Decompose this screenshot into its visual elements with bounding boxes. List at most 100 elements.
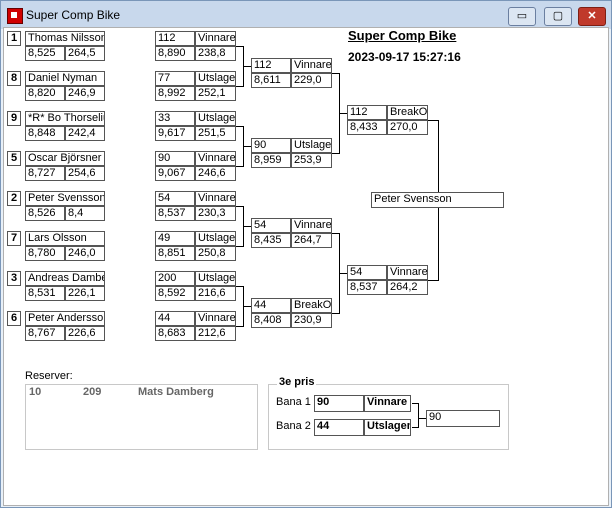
winner-field: Peter Svensson [371, 192, 504, 208]
round1-number: 90 [155, 151, 195, 166]
round3-elapsed-time: 264,2 [387, 280, 428, 295]
rider-name-field[interactable]: Oscar Björsner [25, 151, 105, 166]
round2-reaction-time: 8,435 [251, 233, 291, 248]
bracket-line [236, 326, 243, 327]
reserves-panel: 10 209 Mats Damberg [25, 384, 258, 450]
round1-elapsed-time: 216,6 [195, 286, 236, 301]
connector [418, 418, 426, 419]
seed-number: 7 [7, 231, 21, 246]
bracket-line [339, 113, 347, 114]
rider-name-field[interactable]: Peter Andersson [25, 311, 105, 326]
title-bar[interactable]: Super Comp Bike ▭ ▢ ✕ [1, 1, 611, 29]
round1-elapsed-time: 212,6 [195, 326, 236, 341]
round1-reaction-time: 8,537 [155, 206, 195, 221]
lane1-label: Bana 1 [276, 396, 311, 408]
bracket-line [236, 166, 243, 167]
window-title: Super Comp Bike [26, 8, 121, 22]
rider-reaction-time: 8,525 [25, 46, 65, 61]
reserve-bike: 209 [83, 386, 102, 398]
third-place-panel [268, 384, 509, 450]
round2-elapsed-time: 253,9 [291, 153, 332, 168]
rider-name-field[interactable]: Daniel Nyman [25, 71, 105, 86]
maximize-button[interactable]: ▢ [544, 7, 572, 26]
round1-elapsed-time: 250,8 [195, 246, 236, 261]
round3-result: Vinnare [387, 265, 428, 280]
round3-number: 112 [347, 105, 387, 120]
rider-elapsed-time: 264,5 [65, 46, 105, 61]
round3-number: 54 [347, 265, 387, 280]
round2-elapsed-time: 264,7 [291, 233, 332, 248]
round1-reaction-time: 9,067 [155, 166, 195, 181]
round1-number: 44 [155, 311, 195, 326]
close-button[interactable]: ✕ [578, 7, 606, 26]
round2-number: 44 [251, 298, 291, 313]
rider-elapsed-time: 254,6 [65, 166, 105, 181]
minimize-button[interactable]: ▭ [508, 7, 536, 26]
rider-elapsed-time: 246,0 [65, 246, 105, 261]
round1-reaction-time: 8,851 [155, 246, 195, 261]
rider-name-field[interactable]: Andreas Damberg [25, 271, 105, 286]
round2-result: Vinnare [291, 218, 332, 233]
connector [412, 427, 418, 428]
timestamp: 2023-09-17 15:27:16 [348, 50, 461, 64]
reserve-name: Mats Damberg [138, 386, 214, 398]
rider-name-field[interactable]: Lars Olsson [25, 231, 105, 246]
bracket-line [236, 246, 243, 247]
rider-name-field[interactable]: Thomas Nilsson [25, 31, 105, 46]
seed-number: 3 [7, 271, 21, 286]
rider-elapsed-time: 226,6 [65, 326, 105, 341]
bracket-line [332, 73, 339, 74]
bracket-line [332, 233, 339, 234]
round2-number: 112 [251, 58, 291, 73]
round1-number: 112 [155, 31, 195, 46]
round2-result: BreakOut [291, 298, 332, 313]
lane1-result: Vinnare [364, 395, 411, 412]
round1-elapsed-time: 246,6 [195, 166, 236, 181]
app-icon [7, 8, 23, 24]
round1-result: Vinnare [195, 151, 236, 166]
round2-reaction-time: 8,959 [251, 153, 291, 168]
seed-number: 5 [7, 151, 21, 166]
round2-number: 54 [251, 218, 291, 233]
round1-number: 49 [155, 231, 195, 246]
bracket-line [243, 226, 251, 227]
lane2-number-field[interactable]: 44 [314, 419, 364, 436]
round2-result: Utslagen [291, 138, 332, 153]
round1-elapsed-time: 230,3 [195, 206, 236, 221]
bracket-line [236, 86, 243, 87]
round1-elapsed-time: 251,5 [195, 126, 236, 141]
page-title: Super Comp Bike [348, 28, 457, 43]
lane1-number-field[interactable]: 90 [314, 395, 364, 412]
seed-number: 8 [7, 71, 21, 86]
bracket-line [339, 273, 347, 274]
rider-reaction-time: 8,526 [25, 206, 65, 221]
rider-name-field[interactable]: Peter Svensson [25, 191, 105, 206]
round2-number: 90 [251, 138, 291, 153]
bracket-line [236, 46, 243, 47]
seed-number: 2 [7, 191, 21, 206]
round1-result: Vinnare [195, 191, 236, 206]
bracket-line [428, 280, 438, 281]
bracket-line [243, 306, 251, 307]
bracket-line [236, 206, 243, 207]
round1-elapsed-time: 238,8 [195, 46, 236, 61]
reserve-number: 10 [29, 386, 42, 398]
round2-reaction-time: 8,611 [251, 73, 291, 88]
rider-name-field[interactable]: *R* Bo Thorselius [25, 111, 105, 126]
round3-reaction-time: 8,537 [347, 280, 387, 295]
round3-result: BreakOut [387, 105, 428, 120]
round3-elapsed-time: 270,0 [387, 120, 428, 135]
bracket-line [236, 126, 243, 127]
round1-result: Vinnare [195, 311, 236, 326]
rider-elapsed-time: 226,1 [65, 286, 105, 301]
rider-elapsed-time: 242,4 [65, 126, 105, 141]
rider-reaction-time: 8,767 [25, 326, 65, 341]
round1-elapsed-time: 252,1 [195, 86, 236, 101]
round1-reaction-time: 8,683 [155, 326, 195, 341]
rider-reaction-time: 8,780 [25, 246, 65, 261]
seed-number: 9 [7, 111, 21, 126]
rider-reaction-time: 8,848 [25, 126, 65, 141]
rider-reaction-time: 8,820 [25, 86, 65, 101]
round1-result: Utslagen [195, 111, 236, 126]
connector [412, 403, 418, 404]
